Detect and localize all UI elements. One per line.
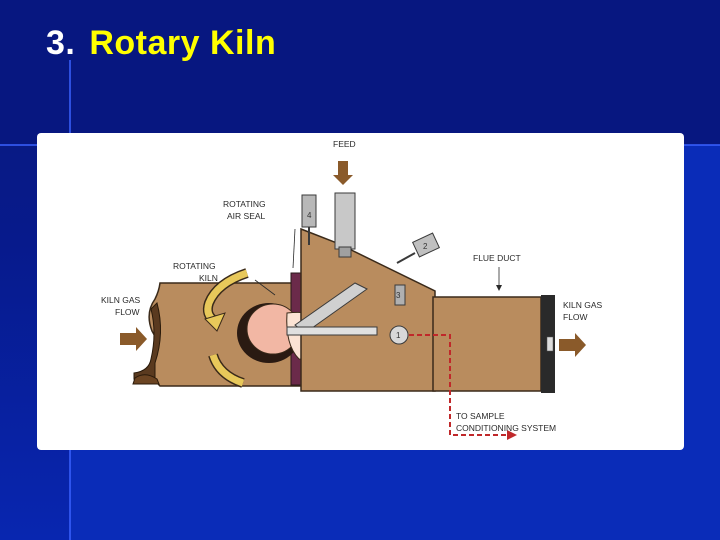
feed-chute [334,192,356,250]
callout-4: 4 [307,211,312,220]
outlet-gauge [546,336,554,352]
label-flue-duct: FLUE DUCT [473,253,521,263]
label-rotating-air-seal-2: AIR SEAL [227,211,266,221]
sample-line-arrowhead [507,430,517,440]
slide-number: 3. [46,24,76,62]
label-rotating-kiln-1: ROTATING [173,261,216,271]
rotary-kiln-diagram: 4 2 3 1 FEED ROTATING AIR SEAL ROT [101,139,603,440]
sampling-probe [286,326,378,336]
label-kiln-gas-flow-left-1: KILN GAS [101,295,141,305]
slide-title: 3. Rotary Kiln [46,24,276,63]
label-kiln-gas-flow-right-2: FLOW [563,312,588,322]
kiln-gas-arrow-left-head [136,327,147,351]
kiln-gas-arrow-left-shaft [120,333,136,345]
kiln-base-lip [132,374,160,385]
probe-1-fitting [389,325,409,345]
callout-1: 1 [396,331,401,340]
feed-arrow-shaft [338,161,348,175]
feed-arrow-head [333,175,353,185]
label-to-sample-1: TO SAMPLE [456,411,505,421]
probe-3-housing [394,284,406,306]
feed-chute-neck [338,246,352,258]
leader-rotating-kiln [254,279,276,296]
leader-air-seal [292,228,296,269]
probe-2-stem [396,252,416,264]
bg-top-band [0,0,720,145]
label-kiln-gas-flow-right-1: KILN GAS [563,300,603,310]
callout-3: 3 [396,291,401,300]
label-feed: FEED [333,139,356,149]
sample-line [409,334,507,436]
label-rotating-air-seal-1: ROTATING [223,199,266,209]
slide-title-text: Rotary Kiln [89,24,277,62]
label-rotating-kiln-2: KILN [199,273,218,283]
callout-2: 2 [423,242,428,251]
rotation-arrowhead-top [204,312,226,332]
diagram-panel: 4 2 3 1 FEED ROTATING AIR SEAL ROT [37,133,684,450]
kiln-gas-arrow-right-head [575,333,586,357]
rotation-arrow-bottom [209,353,245,387]
probe-2-housing [411,232,441,258]
leader-flue-duct-arrowhead [496,285,502,291]
kiln-open-end-shadow [133,302,161,380]
label-to-sample-2: CONDITIONING SYSTEM [456,423,556,433]
kiln-gas-arrow-right-shaft [559,339,575,351]
label-kiln-gas-flow-left-2: FLOW [115,307,140,317]
